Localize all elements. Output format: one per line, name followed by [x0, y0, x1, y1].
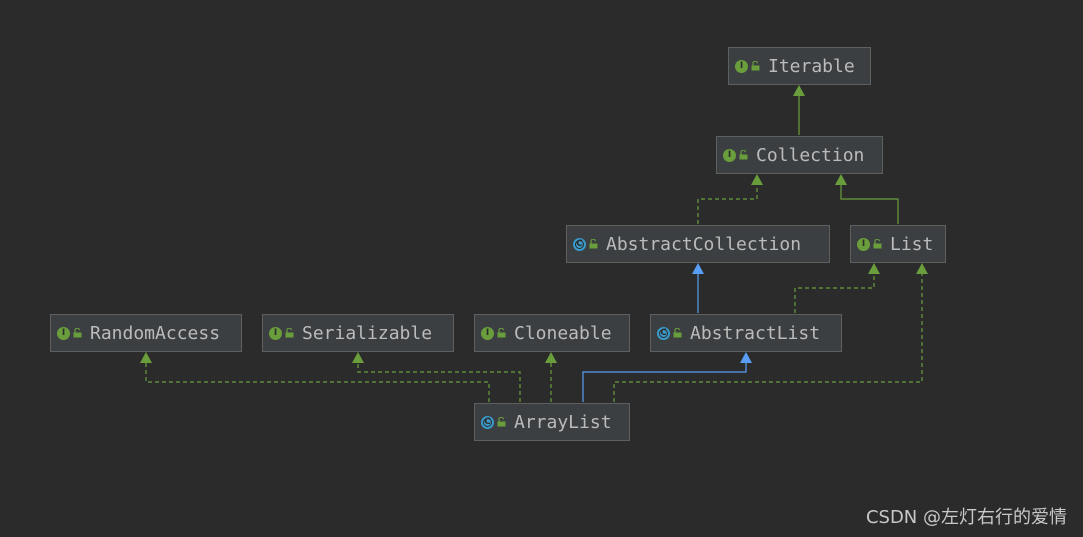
- node-label: Cloneable: [514, 322, 612, 344]
- node-list[interactable]: I List: [850, 225, 946, 263]
- unlock-icon: [497, 328, 506, 338]
- watermark: CSDN @左灯右行的爱情: [865, 507, 1067, 528]
- node-serializable[interactable]: I Serializable: [262, 314, 454, 352]
- edge-abstractlist-to-abstractcollection: [692, 263, 704, 313]
- edge-list-to-collection: [835, 174, 899, 224]
- unlock-icon: [673, 328, 682, 338]
- interface-icon: I: [269, 326, 282, 340]
- unlock-icon: [497, 417, 506, 427]
- interface-icon: I: [481, 326, 494, 340]
- edge-arraylist-to-cloneable: [545, 352, 557, 402]
- node-collection[interactable]: I Collection: [716, 136, 883, 174]
- node-arraylist[interactable]: C ArrayList: [474, 403, 630, 441]
- node-abstractcollection[interactable]: C AbstractCollection: [566, 225, 830, 263]
- unlock-icon: [589, 239, 598, 249]
- unlock-icon: [73, 328, 82, 338]
- abstract-class-icon: C: [573, 237, 586, 251]
- node-label: AbstractList: [690, 322, 821, 344]
- node-abstractlist[interactable]: C AbstractList: [650, 314, 842, 352]
- edge-abstractlist-to-list: [794, 263, 880, 313]
- interface-icon: I: [57, 326, 70, 340]
- unlock-icon: [285, 328, 294, 338]
- node-label: Collection: [756, 144, 865, 166]
- interface-icon: I: [735, 59, 748, 73]
- node-label: List: [890, 233, 934, 255]
- abstract-class-icon: C: [657, 326, 670, 340]
- node-randomaccess[interactable]: I RandomAccess: [50, 314, 242, 352]
- edge-abstractcollection-to-collection: [697, 174, 763, 224]
- edge-arraylist-to-list: [613, 263, 928, 402]
- edge-arraylist-to-abstractlist: [582, 352, 752, 402]
- node-cloneable[interactable]: I Cloneable: [474, 314, 630, 352]
- node-label: Iterable: [768, 55, 855, 77]
- interface-icon: I: [723, 148, 736, 162]
- edge-collection-to-iterable: [793, 85, 805, 135]
- node-label: AbstractCollection: [606, 233, 802, 255]
- unlock-icon: [751, 61, 760, 71]
- edge-arraylist-to-serializable: [352, 352, 521, 402]
- interface-icon: I: [857, 237, 870, 251]
- node-label: ArrayList: [514, 411, 612, 433]
- class-icon: C: [481, 415, 494, 429]
- unlock-icon: [873, 239, 882, 249]
- edge-arraylist-to-randomaccess: [140, 352, 490, 402]
- node-iterable[interactable]: I Iterable: [728, 47, 871, 85]
- node-label: Serializable: [302, 322, 433, 344]
- unlock-icon: [739, 150, 748, 160]
- node-label: RandomAccess: [90, 322, 221, 344]
